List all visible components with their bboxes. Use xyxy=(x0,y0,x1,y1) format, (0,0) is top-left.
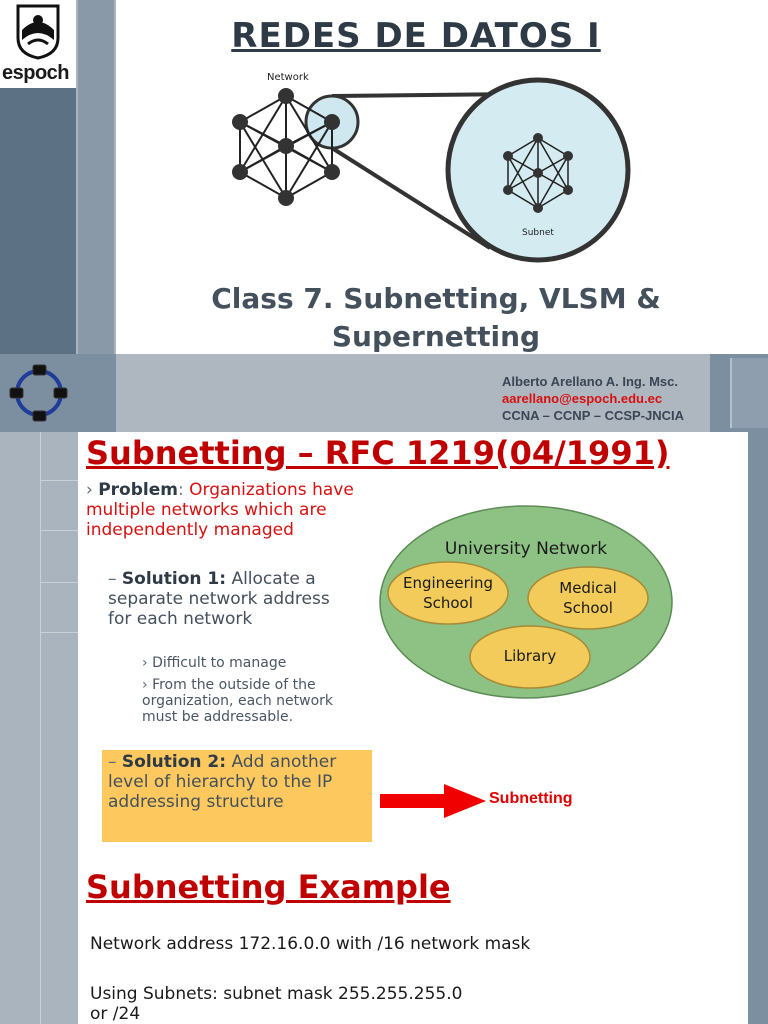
svg-text:Engineering: Engineering xyxy=(403,574,493,592)
grid-line xyxy=(40,632,78,633)
svg-text:School: School xyxy=(563,599,613,617)
solution1-bullet: – Solution 1: Allocate a separate networ… xyxy=(108,569,330,629)
left-sidebar-grid xyxy=(40,866,78,1024)
svg-text:Library: Library xyxy=(504,647,557,665)
author-certs: CCNA – CCNP – CCSP-JNCIA xyxy=(502,408,685,423)
author-band xyxy=(0,354,768,432)
espoch-shield-icon xyxy=(16,4,60,60)
left-sidebar-panel xyxy=(0,432,40,866)
decorative-strip xyxy=(78,0,114,354)
slide-heading: Subnetting – RFC 1219(04/1991) xyxy=(86,434,670,472)
problem-bullet: › Problem: Organizations have multiple n… xyxy=(86,480,356,540)
author-email[interactable]: aarellano@espoch.edu.ec xyxy=(502,391,663,406)
sub-bullet: › From the outside of the organization, … xyxy=(142,677,334,725)
subnetting-rfc-slide: Subnetting – RFC 1219(04/1991) › Problem… xyxy=(0,432,768,866)
problem-text: Organizations have multiple networks whi… xyxy=(86,480,354,540)
solution1-label: Solution 1: xyxy=(121,569,227,589)
author-name: Alberto Arellano A. Ing. Msc. xyxy=(502,374,679,389)
solution2-bullet: – Solution 2: Add another level of hiera… xyxy=(108,752,337,812)
university-network-diagram: University Network Engineering School Me… xyxy=(379,505,673,699)
svg-text:School: School xyxy=(423,594,473,612)
network-label: Network xyxy=(267,72,309,83)
library-ellipse xyxy=(469,625,591,689)
grid-line xyxy=(40,530,78,531)
example-line-2: Using Subnets: subnet mask 255.255.255.0 xyxy=(90,984,463,1004)
svg-text:Medical: Medical xyxy=(559,579,616,597)
grid-line xyxy=(40,480,78,481)
title-slide: espoch REDES DE DATOS I Network xyxy=(0,0,768,432)
logo-text: espoch xyxy=(2,62,70,84)
subnetting-arrow-label: Subnetting xyxy=(489,790,573,807)
grid-line xyxy=(40,582,78,583)
left-sidebar-panel xyxy=(0,88,76,354)
espoch-logo: espoch xyxy=(0,0,76,88)
slide-heading: Subnetting Example xyxy=(86,868,451,906)
bullet-marker: › xyxy=(86,480,93,500)
problem-label: Problem xyxy=(98,480,178,500)
left-sidebar-grid xyxy=(40,432,78,866)
author-info: Alberto Arellano A. Ing. Msc. aarellano@… xyxy=(502,373,684,424)
subnetting-example-slide: Subnetting Example Network address 172.1… xyxy=(0,866,768,1024)
class-title-line2: Supernetting xyxy=(331,320,541,353)
left-sidebar-panel xyxy=(0,866,40,1024)
class-title-line1: Class 7. Subnetting, VLSM & xyxy=(211,282,661,315)
example-line-1: Network address 172.16.0.0 with /16 netw… xyxy=(90,934,531,954)
sub-bullet: › Difficult to manage xyxy=(142,655,287,671)
solution2-highlight xyxy=(102,750,372,842)
network-ring-icon xyxy=(9,364,68,422)
solution1-text: Allocate a separate network address for … xyxy=(108,569,330,629)
class-title: Class 7. Subnetting, VLSM & Supernetting xyxy=(116,280,756,356)
solution2-label: Solution 2: xyxy=(121,752,227,772)
subnet-label: Subnet xyxy=(522,228,554,238)
solution2-text: Add another level of hierarchy to the IP… xyxy=(108,752,337,812)
right-sidebar-panel xyxy=(748,866,768,1024)
band-right-inner xyxy=(730,358,768,428)
problem-colon: : xyxy=(177,480,184,500)
right-sidebar-panel xyxy=(748,432,768,866)
university-ellipse xyxy=(379,505,673,699)
network-subnet-diagram: Network xyxy=(232,72,631,263)
engineering-ellipse xyxy=(387,561,509,625)
medical-ellipse xyxy=(527,566,649,630)
university-title: University Network xyxy=(445,539,607,559)
sub-bullet-text: Difficult to manage xyxy=(152,655,287,671)
sub-bullet-text: From the outside of the organization, ea… xyxy=(142,677,334,725)
course-title: REDES DE DATOS I xyxy=(231,16,601,56)
right-arrow-icon xyxy=(380,784,486,818)
example-line-3: or /24 xyxy=(90,1004,141,1024)
